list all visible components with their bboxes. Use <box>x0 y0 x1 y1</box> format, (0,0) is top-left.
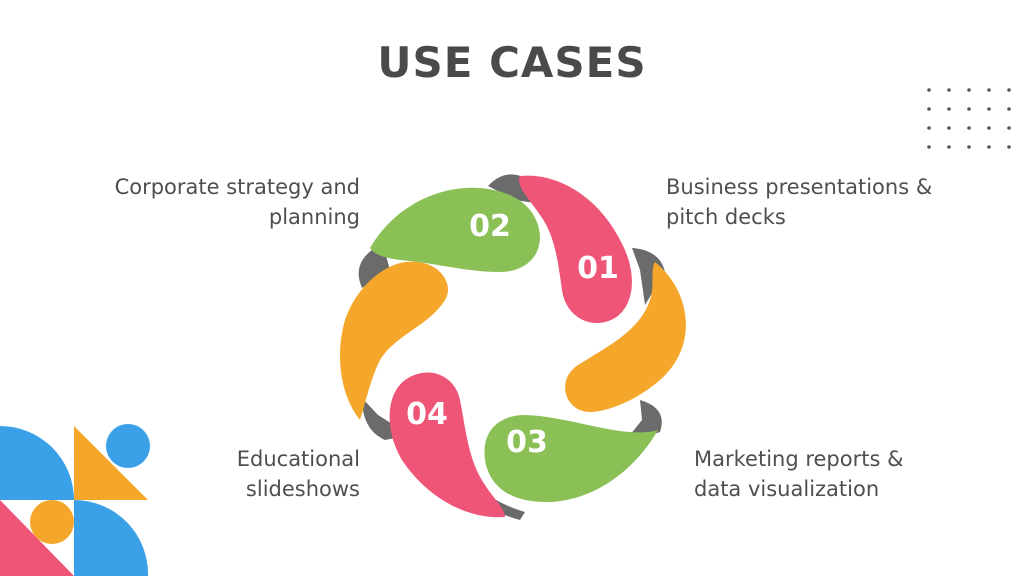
connector-left <box>358 250 390 288</box>
decor-dot <box>987 88 991 92</box>
petal-orange-right <box>565 262 686 412</box>
deco-blue-circle <box>106 424 150 468</box>
decor-dot <box>927 107 931 111</box>
decor-dot <box>1007 126 1011 130</box>
decor-dot <box>967 88 971 92</box>
case-label-04-line1: Educational <box>236 447 360 471</box>
decor-dot <box>1007 88 1011 92</box>
connector-right <box>632 248 665 305</box>
deco-blue-quarter <box>0 426 74 500</box>
decor-dot <box>987 107 991 111</box>
deco-orange-circle <box>30 500 74 544</box>
decor-dot <box>927 145 931 149</box>
case-label-01-line2: pitch decks <box>666 205 786 229</box>
decor-dot <box>947 88 951 92</box>
decor-dot <box>947 145 951 149</box>
case-label-03: Marketing reports & data visualization <box>694 444 903 504</box>
case-number-02: 02 <box>469 209 511 244</box>
petal-02 <box>370 187 540 272</box>
case-label-04-line2: slideshows <box>245 477 360 501</box>
decor-dot <box>927 88 931 92</box>
decor-dot <box>1007 145 1011 149</box>
petal-orange-left <box>340 261 449 420</box>
case-number-01: 01 <box>577 251 619 286</box>
case-label-03-line2: data visualization <box>694 477 880 501</box>
decor-dot <box>927 126 931 130</box>
decor-dot <box>967 107 971 111</box>
petal-01 <box>519 175 632 324</box>
decor-dot <box>987 145 991 149</box>
case-number-04: 04 <box>406 397 448 432</box>
case-label-03-line1: Marketing reports & <box>694 447 904 471</box>
decor-dot <box>1007 107 1011 111</box>
page-title: USE CASES <box>377 38 647 87</box>
case-label-01-line1: Business presentations & <box>666 175 933 199</box>
decor-dot <box>947 126 951 130</box>
decor-dot <box>987 126 991 130</box>
case-label-02: Corporate strategy and planning <box>115 172 360 232</box>
deco-blue-half <box>74 500 149 576</box>
decor-dot <box>967 126 971 130</box>
case-label-01: Business presentations & pitch decks <box>666 172 932 232</box>
decor-dot <box>947 107 951 111</box>
decor-dot <box>967 145 971 149</box>
petal-03 <box>484 415 658 503</box>
petal-04 <box>389 372 505 518</box>
deco-orange-triangle <box>74 426 148 500</box>
case-label-04: Educational slideshows <box>237 444 360 504</box>
case-label-02-line2: planning <box>268 205 360 229</box>
case-label-02-line1: Corporate strategy and <box>114 175 360 199</box>
case-number-03: 03 <box>506 425 548 460</box>
